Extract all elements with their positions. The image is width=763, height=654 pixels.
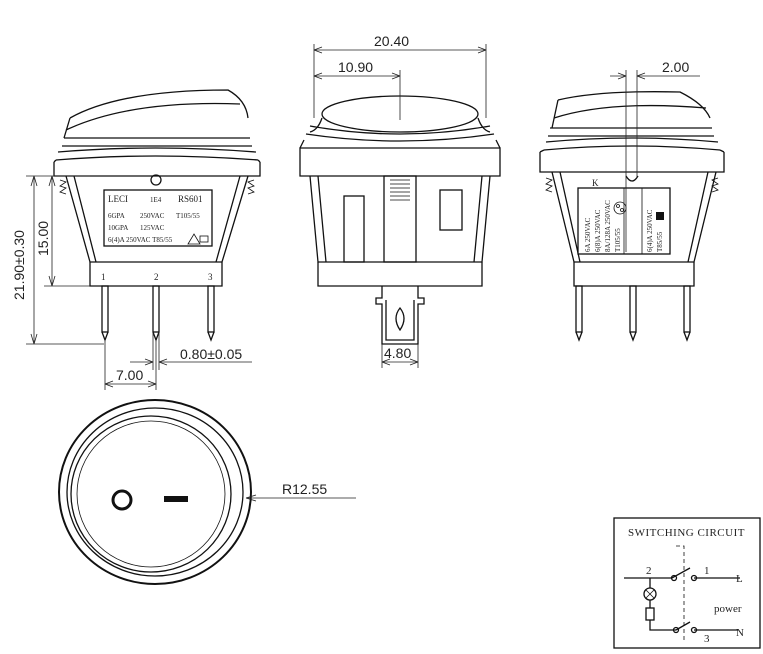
label-line2-left: 10GPA [108, 224, 128, 232]
front-view: LECI 1E4 RS601 6GPA 250VAC T105/55 10GPA… [53, 89, 261, 342]
pin-number-2: 2 [154, 272, 159, 282]
side-label-col5: 6(4)A 250VAC [646, 209, 654, 252]
resistor-icon [645, 607, 655, 621]
dim-radius: R12.55 [282, 481, 327, 497]
side-label-col1: 6A 250VAC [584, 217, 592, 252]
circuit-pin-1: 1 [704, 565, 710, 577]
circuit-line-l: L [736, 573, 743, 585]
label-line2-mid: 125VAC [140, 224, 165, 232]
pin-number-1: 1 [101, 272, 106, 282]
dim-half-width: 10.90 [338, 59, 373, 75]
label-line1-left: 6GPA [108, 212, 125, 220]
circuit-pin-2: 2 [646, 565, 652, 577]
dim-tab-width: 4.80 [384, 345, 411, 361]
label-model: RS601 [178, 194, 203, 204]
circuit-power-label: power [714, 603, 742, 615]
ce-mark-icon [656, 212, 664, 220]
side-label-col4: T105/55 [614, 228, 622, 252]
label-line3: 6(4)A 250VAC T85/55 [108, 236, 173, 244]
label-line1-mid: 250VAC [140, 212, 165, 220]
label-code: 1E4 [150, 196, 162, 204]
dim-height-body: 15.00 [35, 221, 51, 256]
side-label-col6: T85/55 [656, 231, 664, 252]
off-symbol-icon [111, 489, 133, 511]
side-label-col2: 6(8)A 250VAC [594, 209, 602, 252]
front-dimensions: 21.90±0.30 15.00 0.80±0.05 7.00 [11, 175, 252, 390]
middle-view [299, 95, 501, 345]
label-brand: LECI [108, 194, 128, 204]
side-label-col3: 8A/128A 250VAC [604, 200, 612, 252]
middle-dimensions: 20.40 10.90 4.80 [313, 33, 487, 368]
side-dimensions: 2.00 [610, 59, 700, 252]
lamp-icon [643, 587, 657, 601]
dim-total-width: 20.40 [374, 33, 409, 49]
dim-height-total: 21.90±0.30 [11, 230, 27, 300]
dim-pin-width: 0.80±0.05 [180, 346, 242, 362]
switching-circuit: SWITCHING CIRCUIT 2 1 L 3 N power [613, 517, 761, 649]
top-view: R12.55 [58, 399, 356, 585]
dim-side-offset: 2.00 [662, 59, 689, 75]
dim-pin-pitch: 7.00 [116, 367, 143, 383]
circuit-title: SWITCHING CIRCUIT [628, 527, 745, 539]
side-view: K 6A 250VAC 6(8)A 250VAC 8A/128A 250VAC … [539, 91, 725, 342]
side-label-letter: K [592, 178, 599, 188]
circuit-pin-3: 3 [704, 633, 710, 645]
pin-number-3: 3 [208, 272, 213, 282]
label-line1-right: T105/55 [176, 212, 200, 220]
circuit-line-n: N [736, 627, 744, 639]
certification-mark-icon [187, 233, 209, 245]
on-symbol-icon [164, 496, 188, 502]
